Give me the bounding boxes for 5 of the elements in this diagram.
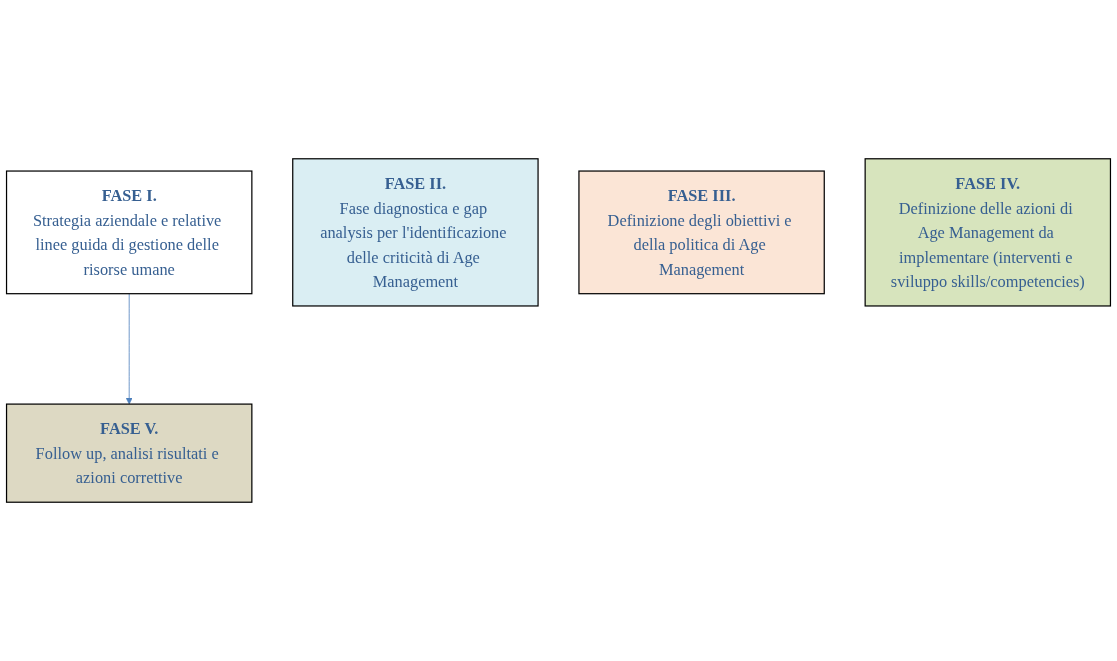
node-box: FASE V. Follow up, analisi risultati e azioni correttive: [5, 403, 253, 503]
node-box: FASE II. Fase diagnostica e gap analysis per l'identificazione delle criticità di Age Management: [292, 158, 539, 307]
node-box: FASE I. Strategia aziendale e relative linee guida di gestione delle risorse umane: [5, 170, 253, 295]
node-box: FASE III. Definizione degli obiettivi e della politica di Age Management: [578, 170, 825, 295]
node-box: FASE IV. Definizione delle azioni di Age Management da implementare (interventi e sviluppo skills/competencies): [864, 158, 1112, 307]
